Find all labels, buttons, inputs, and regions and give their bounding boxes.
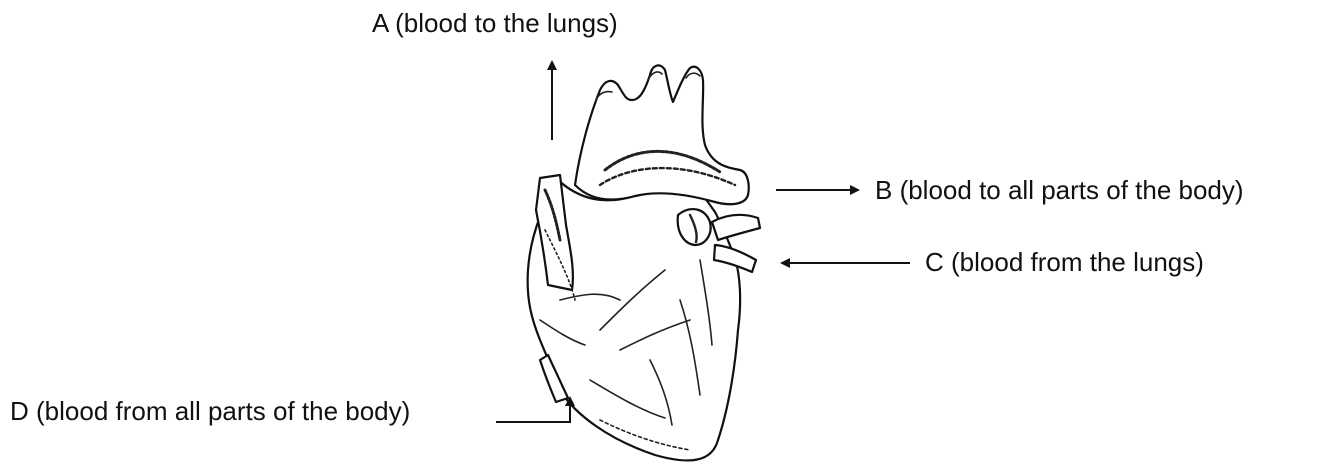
label-c: C (blood from the lungs) [925,247,1204,277]
pulmonary-vein-upper [712,215,760,240]
label-a: A (blood to the lungs) [372,8,618,38]
label-b: B (blood to all parts of the body) [875,175,1244,205]
label-d: D (blood from all parts of the body) [10,396,410,426]
heart-outline [528,65,760,460]
